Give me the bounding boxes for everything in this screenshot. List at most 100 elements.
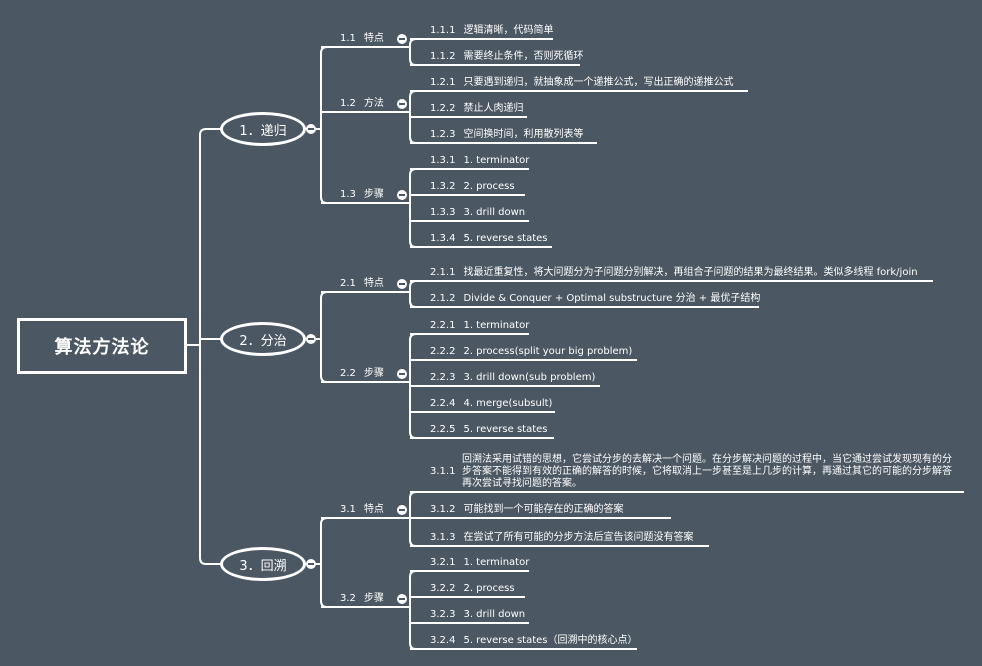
leaf-number: 3.1.3 bbox=[430, 532, 456, 543]
subtopic-label: 方法 bbox=[363, 98, 384, 109]
leaf-number: 1.2.3 bbox=[430, 129, 456, 140]
subtopic-number: 2.2 bbox=[340, 368, 356, 379]
collapse-toggle-1-2-icon[interactable] bbox=[397, 99, 407, 109]
collapse-toggle-1-3-icon[interactable] bbox=[397, 190, 407, 200]
subtopic-number: 1.1 bbox=[340, 33, 356, 44]
leaf-3-2-4[interactable]: 3.2.4 5. reverse states（回溯中的核心点） bbox=[430, 635, 637, 647]
leaf-text: 3. drill down bbox=[463, 207, 526, 218]
leaf-number: 1.3.2 bbox=[430, 181, 456, 192]
leaf-text: 2. process bbox=[463, 583, 515, 594]
leaf-number: 2.1.1 bbox=[430, 267, 456, 278]
subtopic-number: 1.3 bbox=[340, 189, 356, 200]
collapse-toggle-3-1-icon[interactable] bbox=[397, 505, 407, 515]
leaf-3-2-2[interactable]: 3.2.2 2. process bbox=[430, 583, 515, 595]
leaf-text: 禁止人肉递归 bbox=[463, 103, 524, 114]
leaf-text: 可能找到一个可能存在的正确的答案 bbox=[463, 504, 624, 515]
leaf-2-1-1[interactable]: 2.1.1 找最近重复性，将大问题分为子问题分别解决，再组合子问题的结果为最终结果… bbox=[430, 267, 918, 279]
leaf-3-2-1[interactable]: 3.2.1 1. terminator bbox=[430, 557, 529, 569]
leaf-number: 3.1.1 bbox=[430, 466, 456, 477]
root-connector-spine bbox=[199, 128, 222, 565]
leaf-number: 2.2.3 bbox=[430, 372, 456, 383]
leaf-text: 5. reverse states（回溯中的核心点） bbox=[463, 635, 638, 646]
leaf-text: 回溯法采用试错的思想，它尝试分步的去解决一个问题。在分步解决问题的过程中，当它通… bbox=[462, 454, 952, 489]
leaf-number: 1.3.1 bbox=[430, 155, 456, 166]
subtopic-1-2[interactable]: 1.2 方法 bbox=[340, 98, 384, 110]
leaf-3-1-1[interactable]: 3.1.1 回溯法采用试错的思想，它尝试分步的去解决一个问题。在分步解决问题的过程… bbox=[430, 454, 955, 490]
subtopic-label: 步骤 bbox=[363, 368, 384, 379]
leaf-number: 3.2.4 bbox=[430, 635, 456, 646]
subtopic-number: 3.2 bbox=[340, 593, 356, 604]
leaf-text: 1. terminator bbox=[463, 557, 530, 568]
leaf-3-1-3[interactable]: 3.1.3 在尝试了所有可能的分步方法后宣告该问题没有答案 bbox=[430, 532, 693, 544]
leaf-number: 3.2.1 bbox=[430, 557, 456, 568]
leaf-number: 2.2.4 bbox=[430, 398, 456, 409]
leaf-1-1-2[interactable]: 1.1.2 需要终止条件，否则死循环 bbox=[430, 51, 583, 63]
leaf-text: 只要遇到递归，就抽象成一个递推公式，写出正确的递推公式 bbox=[463, 77, 734, 88]
collapse-toggle-2-2-icon[interactable] bbox=[397, 369, 407, 379]
subtopic-label: 特点 bbox=[363, 33, 384, 44]
branch-topic-2[interactable]: 2．分治 bbox=[220, 322, 306, 356]
branch-1-connector-spine bbox=[320, 46, 402, 204]
leaf-text: 2. process bbox=[463, 181, 515, 192]
leaf-text: 找最近重复性，将大问题分为子问题分别解决，再组合子问题的结果为最终结果。类似多线… bbox=[463, 267, 918, 278]
subtopic-2-2[interactable]: 2.2 步骤 bbox=[340, 368, 384, 380]
leaf-number: 2.1.2 bbox=[430, 293, 456, 304]
leaf-2-2-3[interactable]: 2.2.3 3. drill down(sub problem) bbox=[430, 372, 595, 384]
leaf-number: 2.2.2 bbox=[430, 346, 456, 357]
collapse-toggle-branch-1-icon[interactable] bbox=[306, 124, 316, 134]
leaf-1-2-3[interactable]: 1.2.3 空间换时间，利用散列表等 bbox=[430, 129, 583, 141]
leaf-1-3-1[interactable]: 1.3.1 1. terminator bbox=[430, 155, 529, 167]
subtopic-1-3-connector-spine bbox=[409, 168, 428, 248]
leaf-1-2-1[interactable]: 1.2.1 只要遇到递归，就抽象成一个递推公式，写出正确的递推公式 bbox=[430, 77, 733, 89]
subtopic-number: 1.2 bbox=[340, 98, 356, 109]
subtopic-2-1-connector-spine bbox=[409, 280, 428, 308]
leaf-number: 1.2.2 bbox=[430, 103, 456, 114]
leaf-2-1-2[interactable]: 2.1.2 Divide & Conquer + Optimal substruc… bbox=[430, 293, 760, 305]
subtopic-2-1[interactable]: 2.1 特点 bbox=[340, 278, 384, 290]
leaf-text: 3. drill down(sub problem) bbox=[463, 372, 596, 383]
subtopic-label: 步骤 bbox=[363, 593, 384, 604]
leaf-1-2-2[interactable]: 1.2.2 禁止人肉递归 bbox=[430, 103, 523, 115]
subtopic-number: 3.1 bbox=[340, 504, 356, 515]
leaf-number: 1.2.1 bbox=[430, 77, 456, 88]
subtopic-3-2-connector-spine bbox=[409, 570, 428, 650]
subtopic-number: 2.1 bbox=[340, 278, 356, 289]
leaf-text: 在尝试了所有可能的分步方法后宣告该问题没有答案 bbox=[463, 532, 694, 543]
leaf-number: 1.3.3 bbox=[430, 207, 456, 218]
leaf-number: 1.1.2 bbox=[430, 51, 456, 62]
subtopic-1-1[interactable]: 1.1 特点 bbox=[340, 33, 384, 45]
leaf-text: 1. terminator bbox=[463, 155, 530, 166]
collapse-toggle-branch-2-icon[interactable] bbox=[306, 334, 316, 344]
leaf-text: 需要终止条件，否则死循环 bbox=[463, 51, 584, 62]
leaf-1-3-2[interactable]: 1.3.2 2. process bbox=[430, 181, 515, 193]
leaf-text: 空间换时间，利用散列表等 bbox=[463, 129, 584, 140]
leaf-number: 3.2.2 bbox=[430, 583, 456, 594]
collapse-toggle-1-1-icon[interactable] bbox=[397, 34, 407, 44]
leaf-text: 3. drill down bbox=[463, 609, 526, 620]
leaf-number: 1.1.1 bbox=[430, 25, 456, 36]
branch-topic-3[interactable]: 3．回溯 bbox=[220, 547, 306, 581]
collapse-toggle-3-2-icon[interactable] bbox=[397, 594, 407, 604]
collapse-toggle-branch-3-icon[interactable] bbox=[306, 559, 316, 569]
leaf-number: 1.3.4 bbox=[430, 233, 456, 244]
subtopic-label: 特点 bbox=[363, 504, 384, 515]
root-topic[interactable]: 算法方法论 bbox=[17, 318, 187, 374]
subtopic-3-2[interactable]: 3.2 步骤 bbox=[340, 593, 384, 605]
leaf-text: Divide & Conquer + Optimal substructure … bbox=[463, 293, 761, 304]
subtopic-label: 特点 bbox=[363, 278, 384, 289]
collapse-toggle-2-1-icon[interactable] bbox=[397, 279, 407, 289]
branch-topic-1[interactable]: 1．递归 bbox=[220, 112, 306, 146]
subtopic-3-1[interactable]: 3.1 特点 bbox=[340, 504, 384, 516]
leaf-1-3-3[interactable]: 1.3.3 3. drill down bbox=[430, 207, 525, 219]
leaf-number: 2.2.5 bbox=[430, 424, 456, 435]
